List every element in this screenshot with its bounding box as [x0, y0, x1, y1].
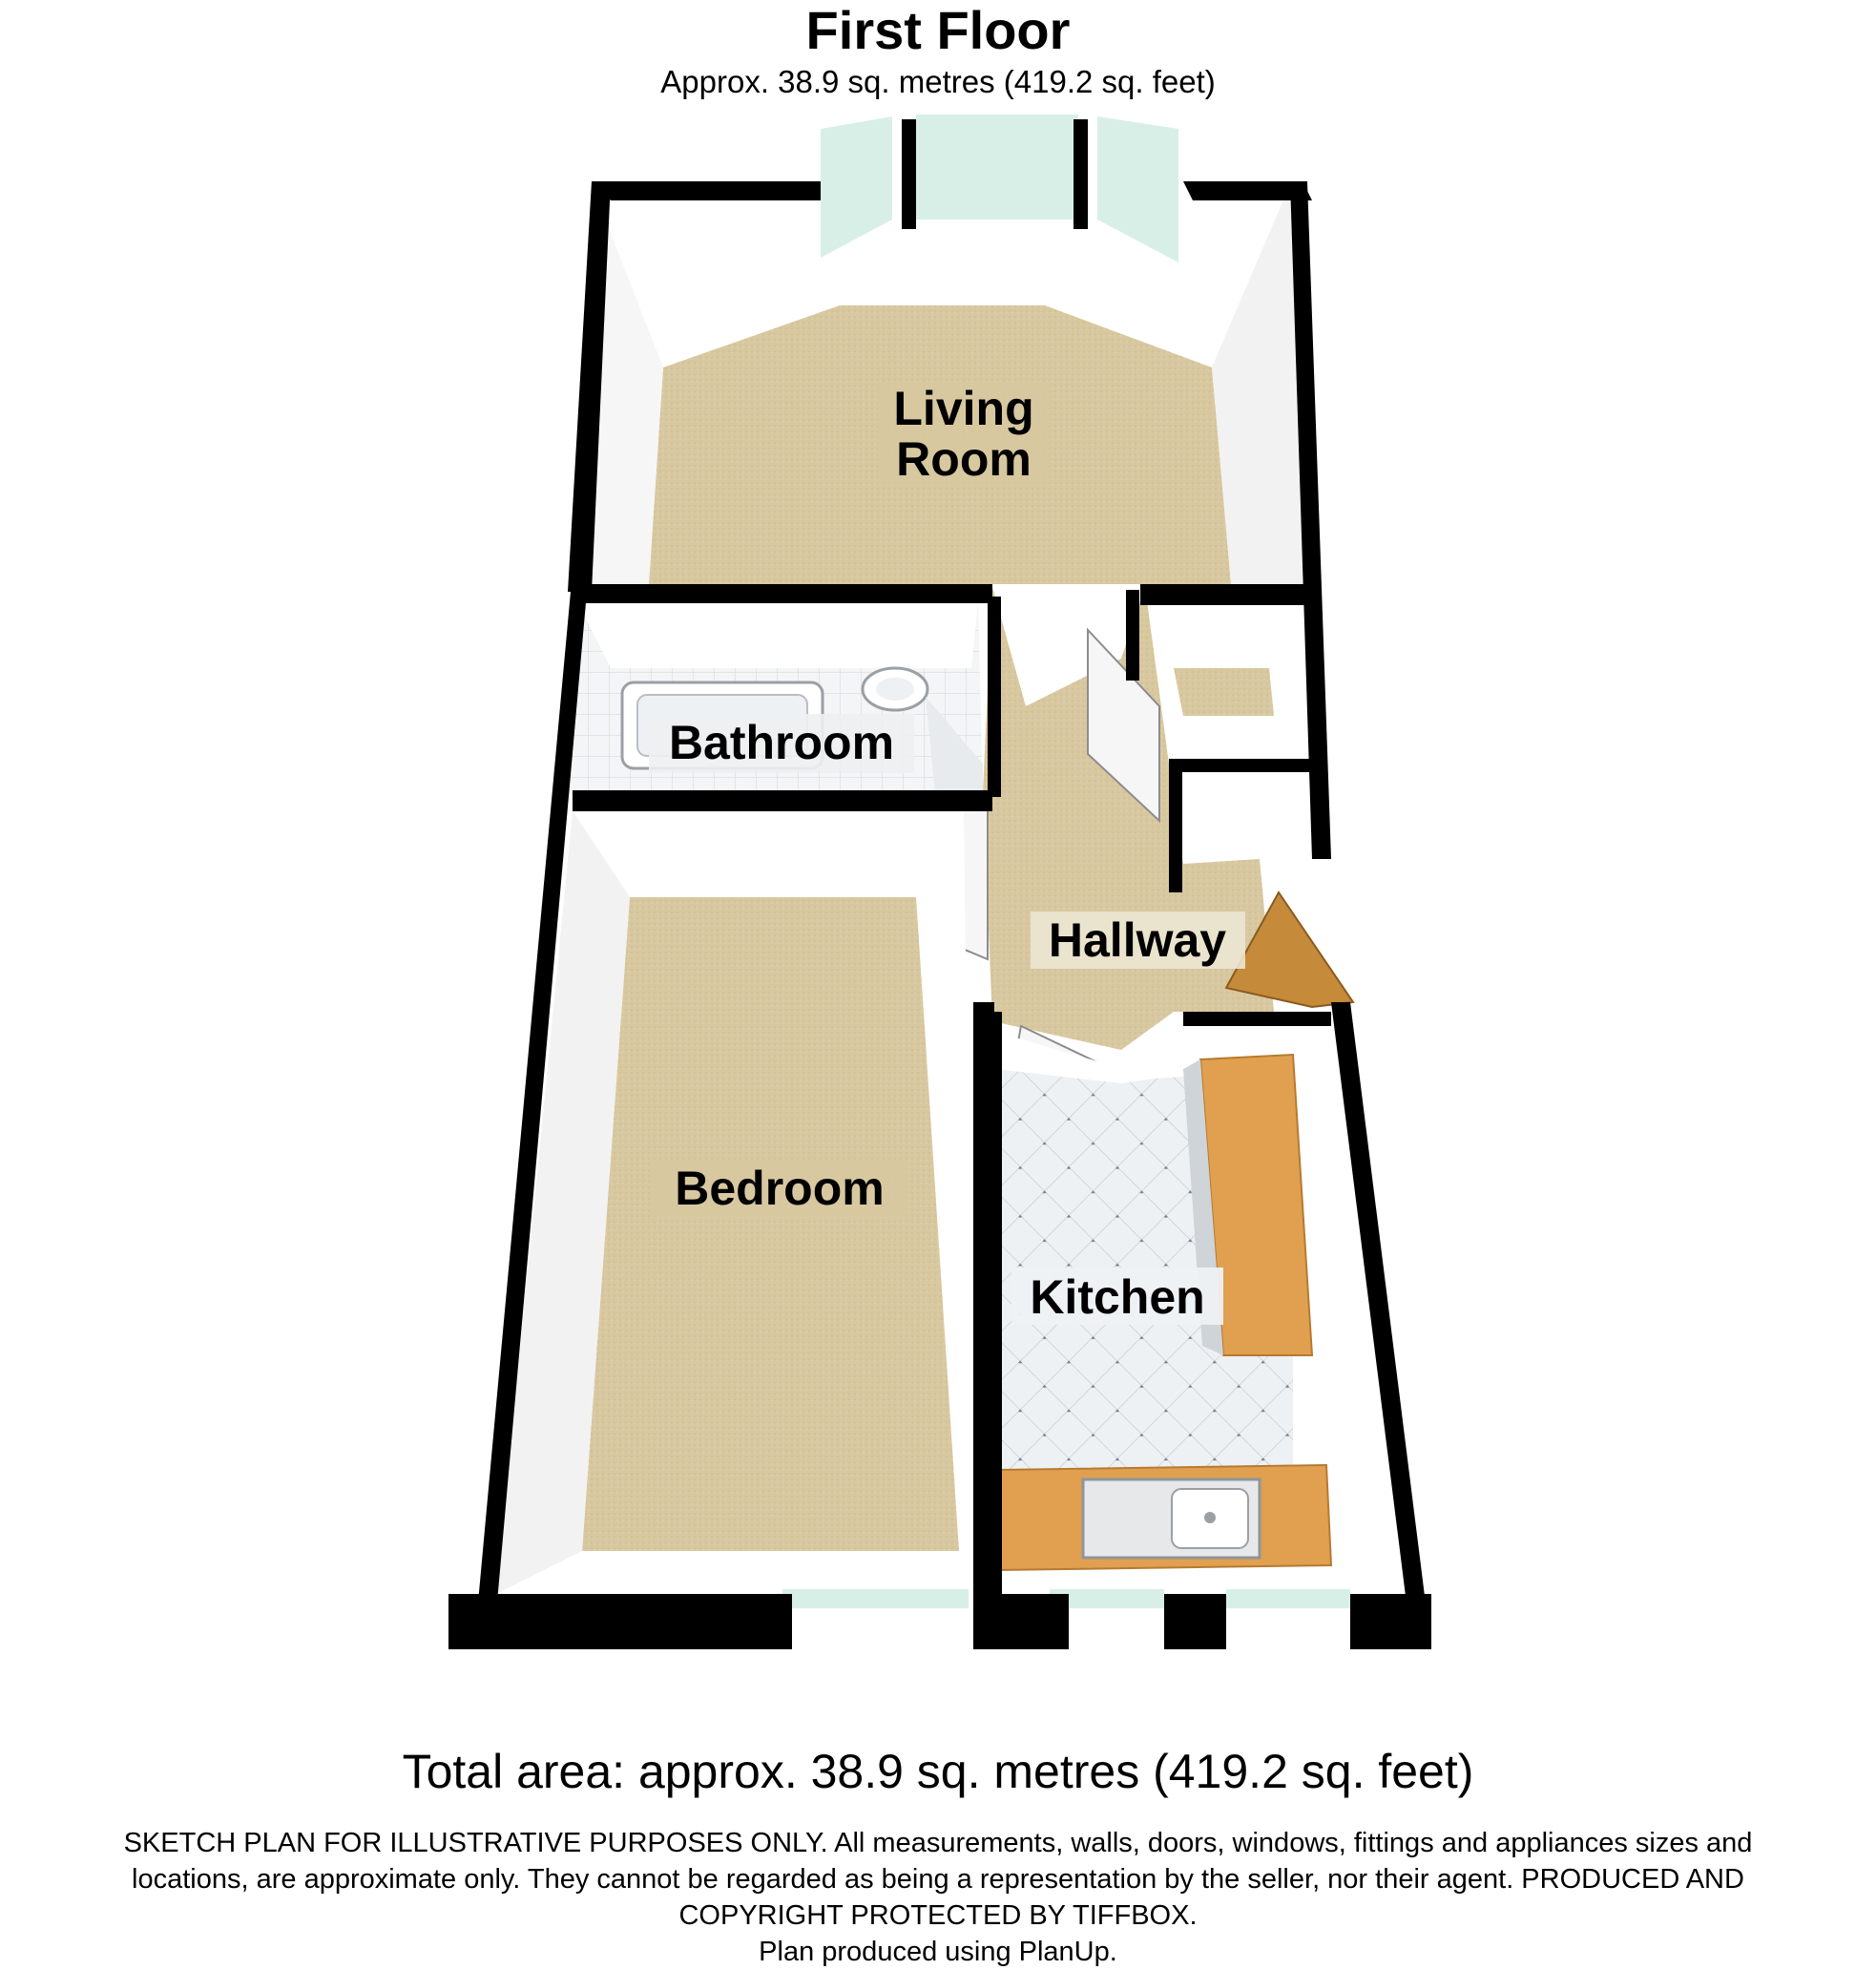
bay-window-glass — [821, 115, 1178, 262]
walls — [448, 119, 1431, 1649]
living-room-label-line2: Room — [896, 432, 1032, 486]
floor-plan: Living Room Bathroom Hallway Bedroom Kit… — [448, 115, 1431, 1649]
sink-icon — [1081, 1478, 1261, 1560]
disclaimer-line-4: Plan produced using PlanUp. — [759, 1937, 1117, 1967]
room-labels: Living Room Bathroom Hallway Bedroom Kit… — [649, 382, 1245, 1325]
hallway-label: Hallway — [1049, 913, 1226, 967]
bedroom-label: Bedroom — [675, 1162, 884, 1215]
disclaimer-line-1: SKETCH PLAN FOR ILLUSTRATIVE PURPOSES ON… — [123, 1828, 1753, 1858]
disclaimer-line-3: COPYRIGHT PROTECTED BY TIFFBOX. — [678, 1900, 1198, 1931]
total-area: Total area: approx. 38.9 sq. metres (419… — [402, 1745, 1474, 1798]
bathroom-label: Bathroom — [669, 716, 894, 769]
kitchen-label: Kitchen — [1030, 1270, 1204, 1324]
cupboards — [1145, 601, 1319, 864]
bottom-windows — [782, 1589, 1350, 1608]
living-room-label-line1: Living — [893, 382, 1033, 435]
disclaimer: SKETCH PLAN FOR ILLUSTRATIVE PURPOSES ON… — [0, 1825, 1876, 1970]
floor-area-subtitle: Approx. 38.9 sq. metres (419.2 sq. feet) — [660, 64, 1216, 99]
front-door-icon — [1224, 891, 1355, 1009]
disclaimer-line-2: locations, are approximate only. They ca… — [132, 1864, 1744, 1895]
basin-icon — [861, 666, 929, 712]
floor-title: First Floor — [805, 0, 1071, 60]
